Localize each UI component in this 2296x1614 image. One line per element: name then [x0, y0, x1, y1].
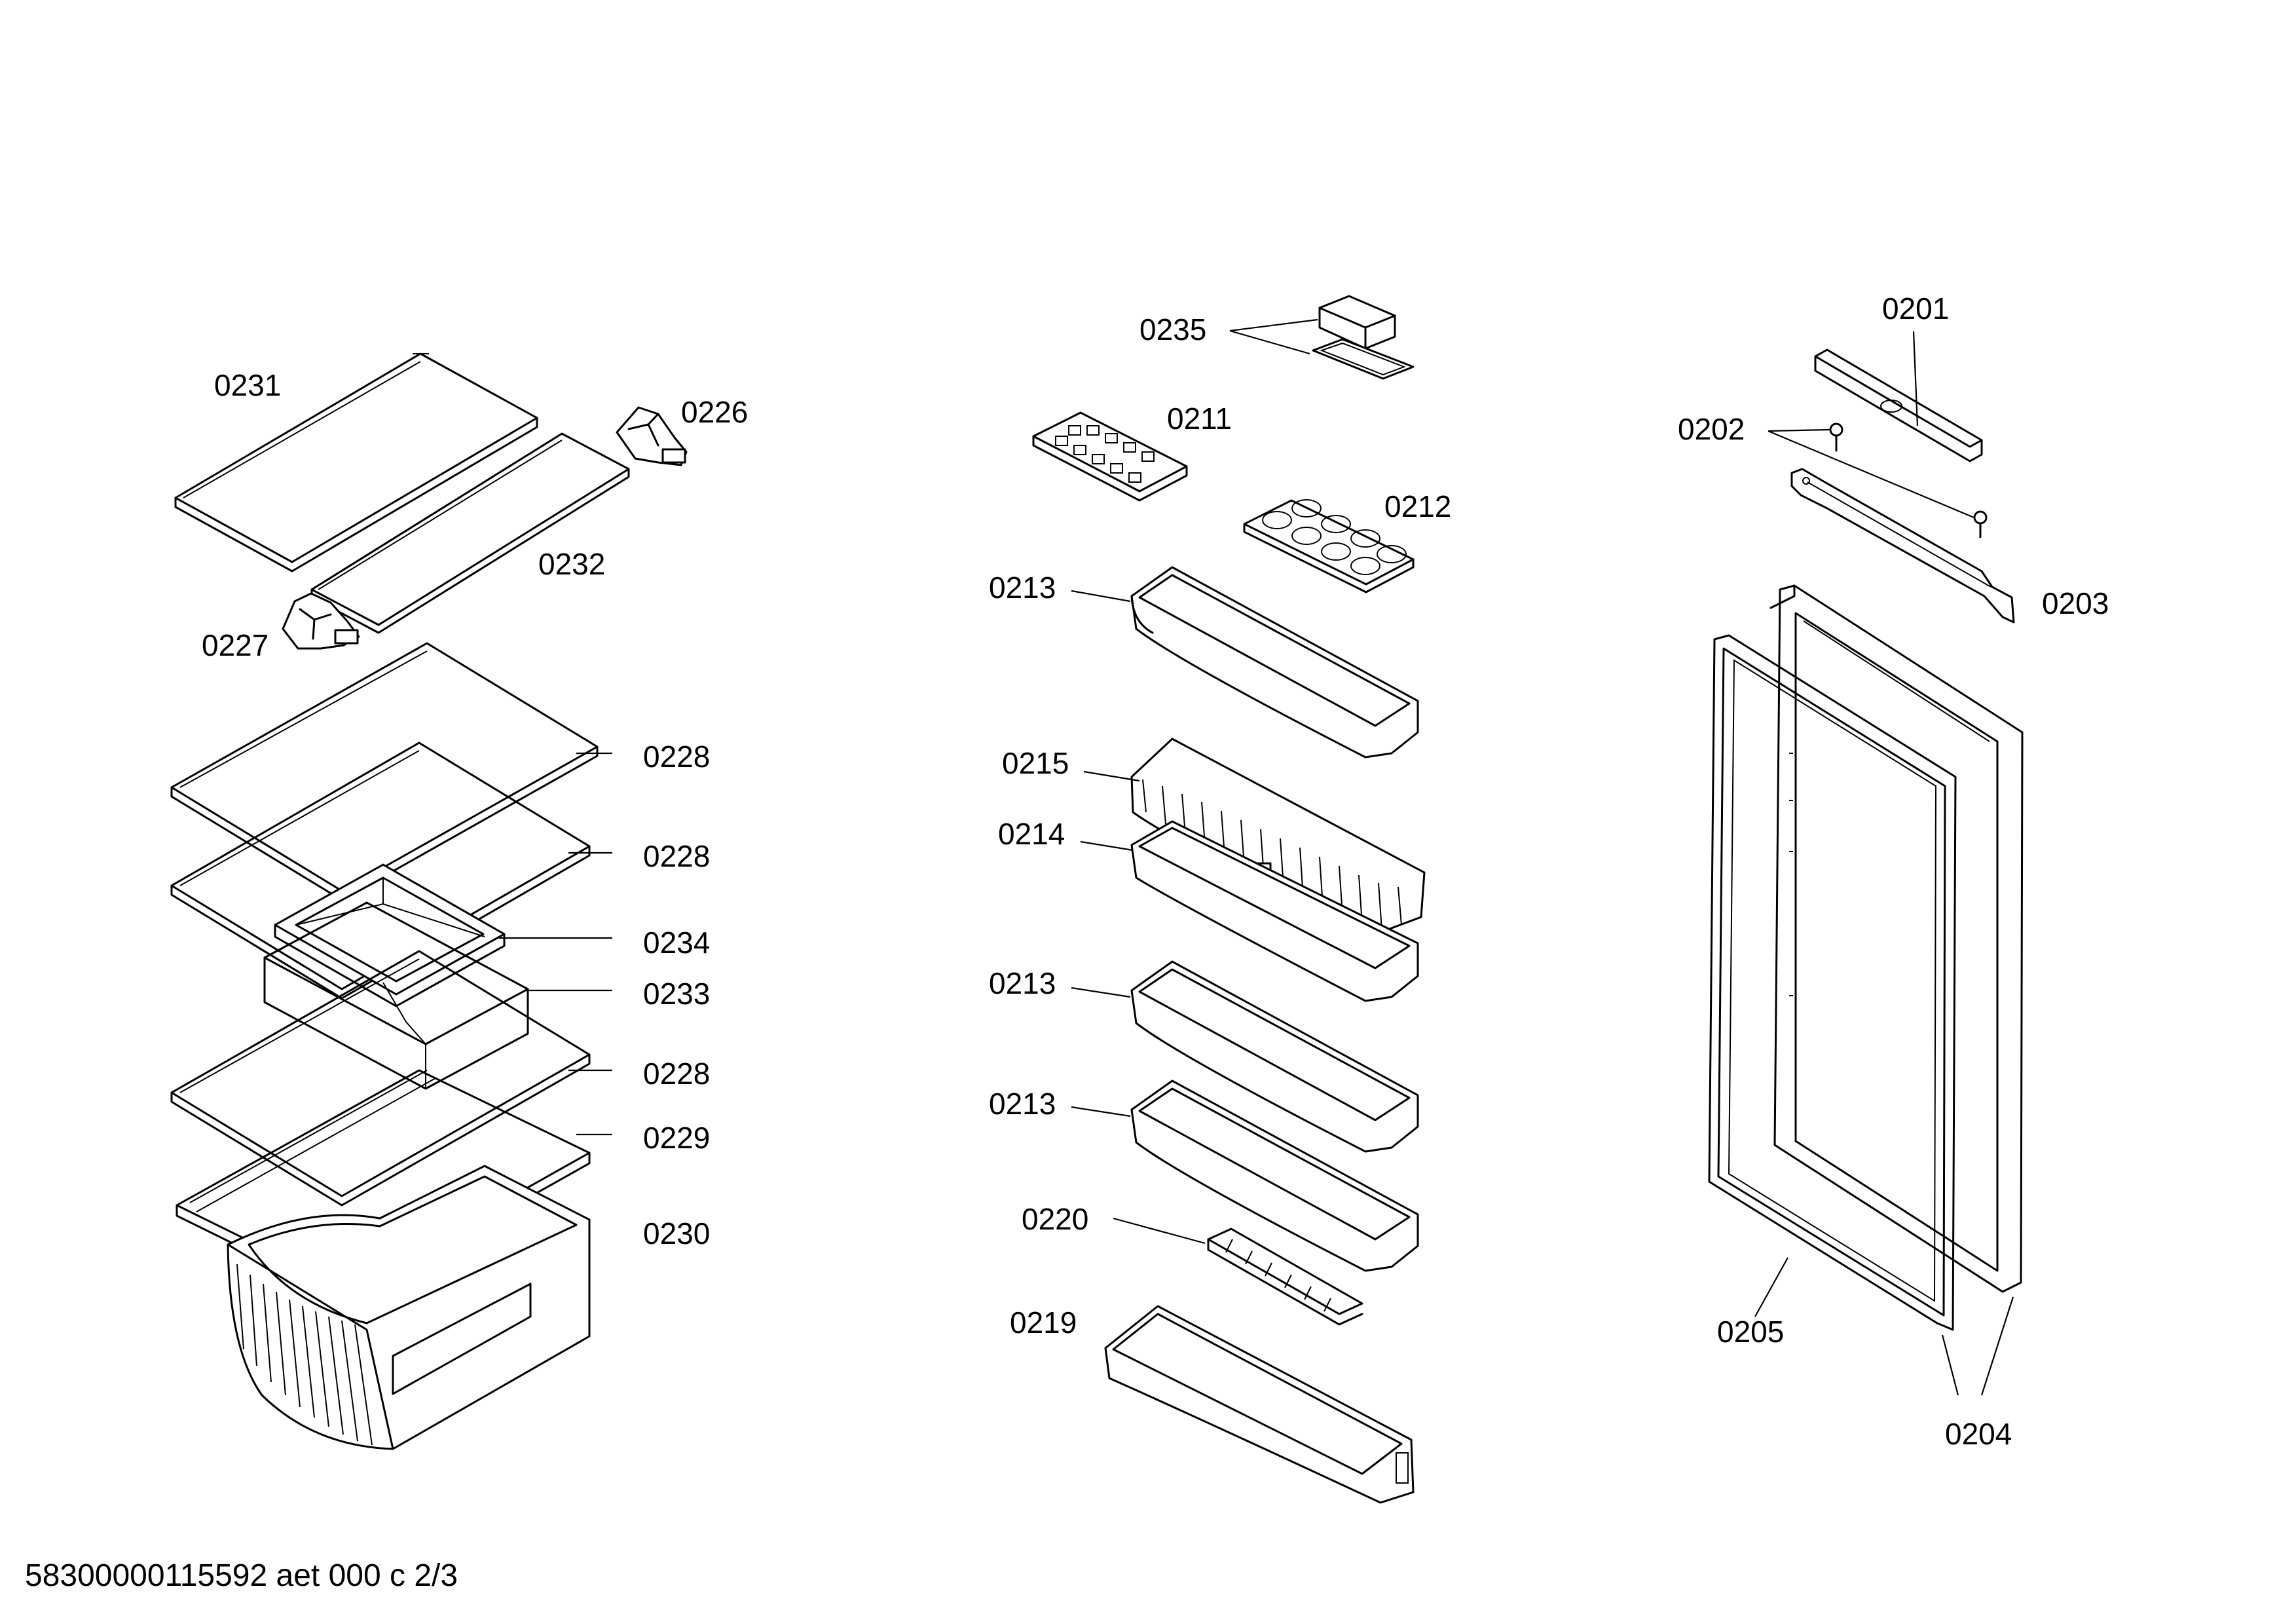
part-0202-screws	[1768, 422, 1988, 538]
label-0213-3: 0213	[989, 1087, 1056, 1121]
label-0215: 0215	[1002, 746, 1069, 780]
label-0212: 0212	[1384, 489, 1452, 523]
part-0213-door-shelf-2	[1130, 960, 1419, 1153]
part-0235-storage-box	[1229, 295, 1415, 380]
label-0204: 0204	[1945, 1417, 2012, 1451]
label-0227: 0227	[202, 628, 269, 662]
label-0230: 0230	[643, 1216, 711, 1250]
part-0220-bottle-insert	[1207, 1228, 1363, 1326]
label-0228-3: 0228	[643, 1057, 711, 1091]
label-0205: 0205	[1717, 1315, 1785, 1349]
part-0234-drawer-frame	[274, 863, 506, 1007]
part-0233-drawer	[263, 901, 529, 1090]
part-0231-glass-shelf	[174, 352, 538, 572]
middle-leader-lines	[1071, 590, 1206, 1245]
part-0212-egg-tray	[1243, 499, 1415, 593]
label-0228-1: 0228	[643, 740, 711, 774]
label-0213-2: 0213	[989, 966, 1056, 1000]
label-0226: 0226	[681, 395, 749, 429]
part-0214-door-shelf	[1130, 820, 1419, 1002]
part-0228-glass-shelf-1	[170, 642, 599, 901]
label-0214: 0214	[998, 817, 1065, 851]
label-0232: 0232	[538, 547, 606, 581]
part-0203-hinge-plate	[1790, 468, 2015, 624]
label-0234: 0234	[643, 926, 711, 960]
label-0233: 0233	[643, 977, 711, 1011]
part-0219-bottle-shelf	[1104, 1305, 1415, 1504]
label-0229: 0229	[643, 1121, 711, 1155]
part-0213-door-shelf-3	[1130, 1079, 1419, 1272]
label-0220: 0220	[1022, 1202, 1089, 1236]
document-code: 58300000115592 aet 000 c 2/3	[25, 1558, 458, 1593]
part-0213-door-shelf-1	[1130, 566, 1419, 759]
label-0231: 0231	[214, 368, 282, 402]
left-leader-lines	[499, 752, 612, 1136]
part-0230-crisper-drawer	[227, 1165, 591, 1450]
part-0201-handle-strip	[1814, 331, 1983, 462]
right-leader-lines	[1754, 1257, 2014, 1396]
label-0201: 0201	[1882, 291, 1950, 326]
part-0204-door-outer-frame	[1769, 584, 2024, 1293]
part-0227-bracket	[282, 592, 360, 650]
label-0235: 0235	[1139, 312, 1207, 347]
part-0232-shelf-strip	[310, 432, 630, 634]
part-0205-door-gasket	[1708, 634, 1957, 1331]
part-0211-ice-tray	[1032, 411, 1188, 502]
label-0219: 0219	[1010, 1305, 1077, 1340]
label-0211: 0211	[1167, 402, 1232, 436]
part-0226-bracket	[616, 406, 688, 466]
label-0202: 0202	[1678, 412, 1745, 446]
label-0213-1: 0213	[989, 571, 1056, 605]
label-0228-2: 0228	[643, 839, 711, 873]
label-0203: 0203	[2042, 586, 2109, 620]
